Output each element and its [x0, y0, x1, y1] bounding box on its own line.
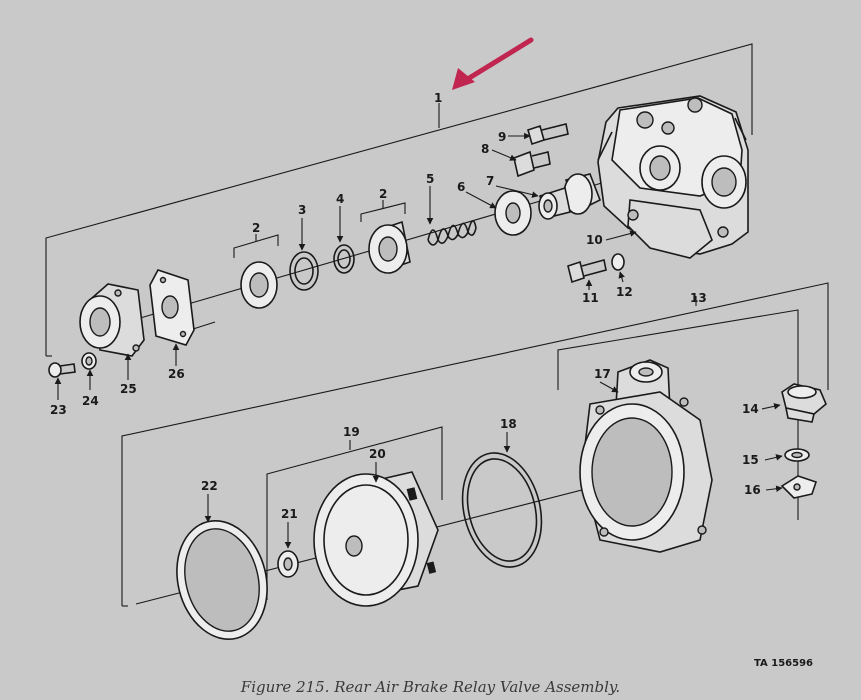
callout-14: 14 [742, 402, 759, 416]
callout-labels: 1 2 2 3 4 5 6 7 8 9 10 11 12 13 14 15 16… [50, 91, 813, 669]
figure-caption: Figure 215. Rear Air Brake Relay Valve A… [240, 678, 621, 696]
o-ring-4 [333, 244, 355, 274]
valve-body [597, 95, 749, 259]
callout-4: 4 [336, 192, 344, 206]
upper-leaders [54, 132, 637, 400]
valve-2-right [368, 220, 411, 274]
screw-23 [48, 362, 76, 378]
highlight-arrow [452, 37, 534, 90]
washer-2-left [240, 261, 278, 309]
upper-assembly-frame [45, 43, 753, 357]
reference-id: TA 156596 [754, 658, 813, 669]
callout-5: 5 [426, 172, 434, 186]
callout-12: 12 [616, 285, 633, 299]
callout-21: 21 [281, 507, 298, 521]
screw-11 [567, 259, 607, 284]
callout-20: 20 [369, 447, 386, 461]
spring-5 [427, 220, 477, 246]
gasket-26 [149, 269, 195, 346]
callout-13: 13 [690, 291, 707, 305]
piston-20 [313, 471, 439, 607]
bracket-19 [266, 426, 443, 600]
callout-25: 25 [120, 382, 137, 396]
callout-19: 19 [343, 425, 360, 439]
callout-26: 26 [168, 367, 185, 381]
bracket-2-left [233, 234, 279, 258]
callout-22: 22 [201, 479, 218, 493]
callout-6: 6 [457, 180, 465, 194]
callout-23: 23 [50, 403, 67, 417]
gasket-16 [780, 475, 818, 499]
callout-18: 18 [500, 417, 517, 431]
cover-25 [79, 283, 145, 357]
callout-2-left: 2 [252, 221, 260, 235]
washer-15 [784, 448, 810, 462]
callout-24: 24 [82, 394, 99, 408]
o-ring-3 [289, 251, 319, 291]
washer-24 [81, 352, 97, 370]
callout-1: 1 [434, 91, 442, 105]
seal-ring-22 [176, 520, 268, 640]
callout-3: 3 [298, 203, 306, 217]
washer-6 [494, 190, 532, 236]
callout-2-right: 2 [379, 187, 387, 201]
lower-leaders [204, 381, 783, 549]
lockwasher-12 [611, 253, 625, 271]
callout-11: 11 [582, 291, 599, 305]
seal-ring-18 [461, 452, 543, 568]
callout-8: 8 [481, 142, 489, 156]
piston [538, 173, 602, 220]
callout-16: 16 [744, 483, 761, 497]
bolt-8 [513, 150, 551, 178]
housing-17 [579, 359, 713, 553]
callout-9: 9 [498, 130, 506, 144]
plug-14 [781, 383, 827, 423]
callout-10: 10 [586, 233, 603, 247]
callout-7: 7 [486, 174, 494, 188]
washer-21 [277, 550, 299, 578]
callout-17: 17 [594, 367, 611, 381]
callout-15: 15 [742, 453, 759, 467]
bolt-9 [527, 123, 569, 146]
bracket-2-right [360, 200, 406, 222]
